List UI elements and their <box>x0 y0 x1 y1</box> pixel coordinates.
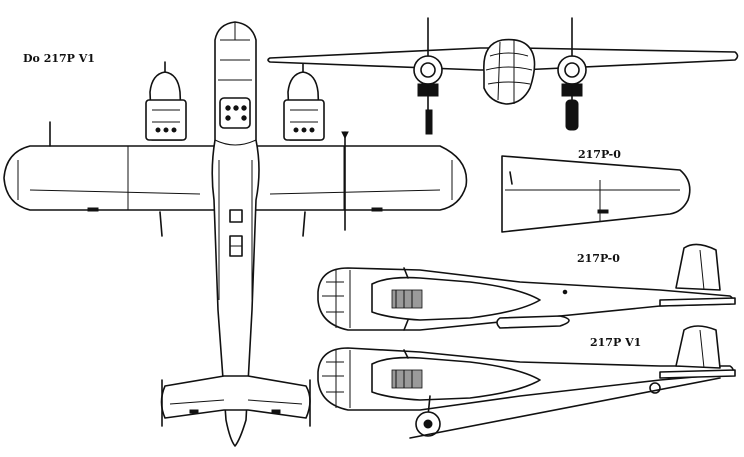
plan-view <box>3 21 468 447</box>
main-title-label: Do 217P V1 <box>23 52 95 65</box>
side-upper-fin <box>675 243 721 291</box>
side-view-217p0 <box>317 243 736 331</box>
side-upper-variant-label: 217P-0 <box>577 252 620 265</box>
wing-variant-label: 217P-0 <box>578 148 621 161</box>
front-fuselage <box>483 38 536 105</box>
plan-left-nacelle <box>145 61 187 141</box>
side-view-217pv1 <box>317 325 736 439</box>
front-view <box>267 17 739 135</box>
side-lower-fin <box>675 325 721 369</box>
wing-planform-217p0 <box>501 155 691 233</box>
front-left-nacelle <box>413 17 443 123</box>
side-lower-variant-label: 217P V1 <box>590 336 641 349</box>
plan-right-nacelle <box>283 61 325 141</box>
front-right-nacelle <box>557 17 587 131</box>
ground-line <box>409 377 721 439</box>
wing-planform-outline <box>501 155 691 233</box>
